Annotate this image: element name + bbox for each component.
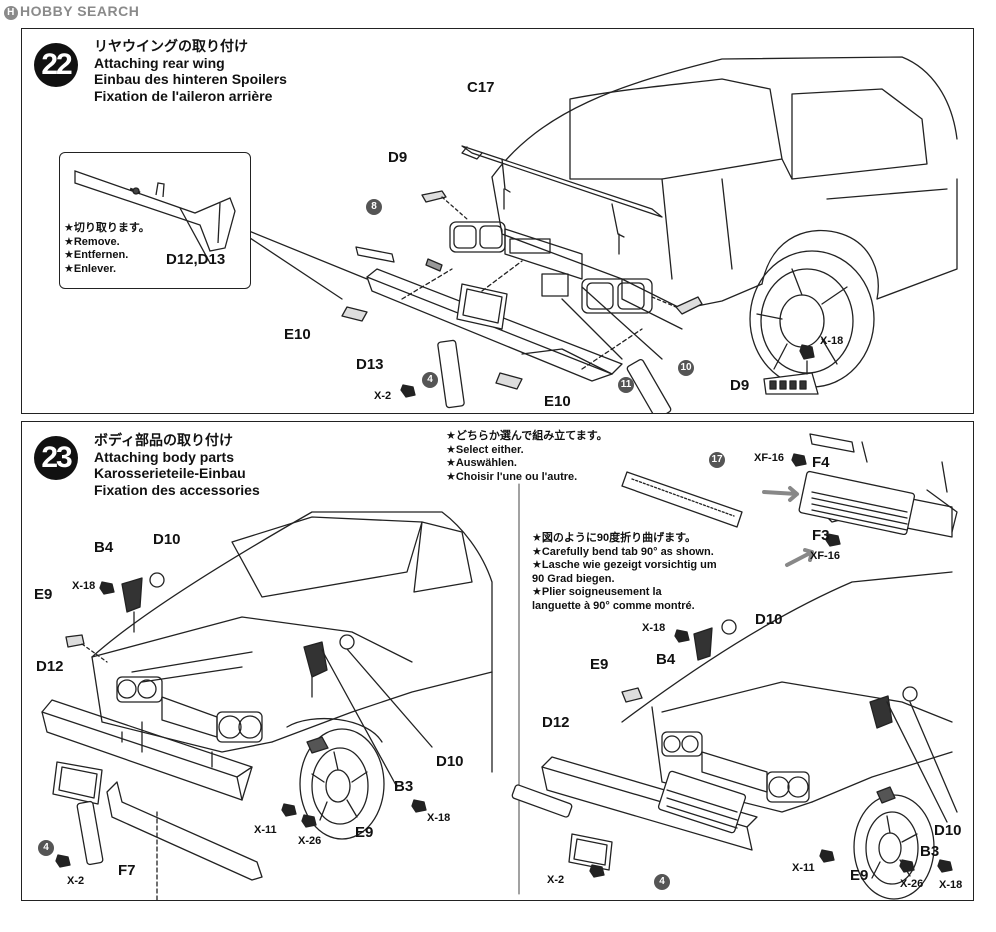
paint-color-4-right-icon: 4 — [654, 874, 670, 890]
part-label-e10-bottom: E10 — [544, 393, 571, 410]
title-de: Einbau des hinteren Spoilers — [94, 71, 287, 87]
screw-label-x18: X-18 — [820, 335, 844, 347]
part-label-d10-right-bottom: D10 — [934, 822, 962, 839]
part-label-d10-right: D10 — [436, 753, 464, 770]
step-23-number: 23 — [34, 436, 78, 480]
select-either-notes: ★どちらか選んで組み立てます。 ★Select either. ★Auswähl… — [446, 430, 608, 484]
part-label-e9-top: E9 — [34, 586, 53, 603]
paint-label-xf16-a: XF-16 — [754, 452, 784, 464]
part-label-e9-right-top: E9 — [590, 656, 609, 673]
bend-tab-notes: ★図のように90度折り曲げます。 ★Carefully bend tab 90°… — [532, 532, 717, 613]
screw-label-x2: X-2 — [374, 390, 392, 402]
screw-label-x11-right: X-11 — [792, 862, 815, 874]
step-22-title: リヤウイングの取り付け Attaching rear wing Einbau d… — [94, 38, 287, 104]
note-jp: ★切り取ります。 — [64, 222, 150, 234]
step-23-title: ボディ部品の取り付け Attaching body parts Karosser… — [94, 432, 260, 498]
title-fr: Fixation de l'aileron arrière — [94, 87, 273, 104]
paint-color-8-icon: 8 — [366, 199, 382, 215]
note-fr: ★Choisir l'une ou l'autre. — [446, 470, 578, 483]
part-label-d13: D13 — [356, 356, 384, 373]
paint-color-4-icon: 4 — [422, 372, 438, 388]
part-label-d10-right-top: D10 — [755, 611, 783, 628]
hobby-search-logo-icon: H — [4, 6, 18, 20]
part-label-d10-top: D10 — [153, 531, 181, 548]
note-fr: ★Enlever. — [64, 262, 117, 275]
body-parts-illustration — [41, 433, 958, 900]
note-en: ★Select either. — [446, 443, 524, 456]
rear-wing-illustration — [243, 56, 958, 413]
part-label-f7: F7 — [118, 862, 136, 879]
part-label-b3: B3 — [394, 778, 414, 795]
screw-label-x26: X-26 — [298, 835, 322, 847]
note-de: ★Entfernen. — [64, 249, 129, 261]
part-label-e9-right-bottom: E9 — [850, 867, 869, 884]
note-jp: ★どちらか選んで組み立てます。 — [446, 430, 608, 442]
screw-label-x2-left: X-2 — [67, 875, 85, 887]
paint-color-4-left-icon: 4 — [38, 840, 54, 856]
title-fr: Fixation des accessories — [94, 481, 260, 498]
title-jp: リヤウイングの取り付け — [94, 38, 248, 54]
title-de: Karosserieteile-Einbau — [94, 465, 246, 481]
bend-note-de-2: 90 Grad biegen. — [532, 572, 615, 585]
screw-label-x18-right-b: X-18 — [939, 879, 963, 891]
part-label-d12: D12 — [36, 658, 64, 675]
step-23-panel: 23 ボディ部品の取り付け Attaching body parts Karos… — [21, 421, 974, 901]
part-label-d12-d13: D12,D13 — [166, 251, 226, 268]
part-label-c17: C17 — [467, 79, 495, 96]
bend-note-jp: ★図のように90度折り曲げます。 — [532, 532, 696, 544]
part-label-f4: F4 — [812, 454, 830, 471]
part-label-e10-left: E10 — [284, 326, 311, 343]
bend-note-de-1: ★Lasche wie gezeigt vorsichtig um — [532, 559, 717, 571]
paint-color-10-icon: 10 — [678, 360, 694, 376]
step-22-number: 22 — [34, 43, 78, 87]
part-label-e9-bottom: E9 — [355, 824, 374, 841]
paint-color-17-icon: 17 — [709, 452, 725, 468]
title-en: Attaching rear wing — [94, 54, 225, 71]
spoiler-end-drawing — [74, 170, 236, 264]
step-22-panel: 22 リヤウイングの取り付け Attaching rear wing Einba… — [21, 28, 974, 414]
part-label-d9-bottom: D9 — [730, 377, 750, 394]
screw-label-x2-right: X-2 — [547, 874, 565, 886]
note-de: ★Auswählen. — [446, 457, 517, 469]
part-label-d9-top: D9 — [388, 149, 408, 166]
paint-label-xf16-b: XF-16 — [810, 550, 840, 562]
screw-label-x18-b: X-18 — [427, 812, 451, 824]
screw-label-x18-a: X-18 — [72, 580, 96, 592]
note-en: ★Remove. — [64, 235, 120, 248]
part-label-b4: B4 — [94, 539, 114, 556]
title-en: Attaching body parts — [94, 448, 235, 465]
screw-label-x11: X-11 — [254, 824, 277, 836]
bend-note-fr-1: ★Plier soigneusement la — [532, 586, 662, 598]
paint-color-11-icon: 11 — [618, 377, 634, 393]
screw-label-x26-right: X-26 — [900, 878, 924, 890]
part-label-d12-right: D12 — [542, 714, 570, 731]
screw-label-x18-right-a: X-18 — [642, 622, 666, 634]
part-label-b3-right: B3 — [920, 843, 940, 860]
spoiler-detail-inset: ★切り取ります。 ★Remove. ★Entfernen. ★Enlever. … — [59, 152, 251, 289]
part-label-f3: F3 — [812, 527, 830, 544]
bend-note-en: ★Carefully bend tab 90° as shown. — [532, 545, 714, 558]
part-label-b4-right: B4 — [656, 651, 676, 668]
inset-notes: ★切り取ります。 ★Remove. ★Entfernen. ★Enlever. — [64, 222, 150, 276]
title-jp: ボディ部品の取り付け — [94, 432, 234, 448]
watermark-text: HOBBY SEARCH — [20, 3, 140, 19]
bend-note-fr-2: languette à 90° comme montré. — [532, 599, 695, 612]
